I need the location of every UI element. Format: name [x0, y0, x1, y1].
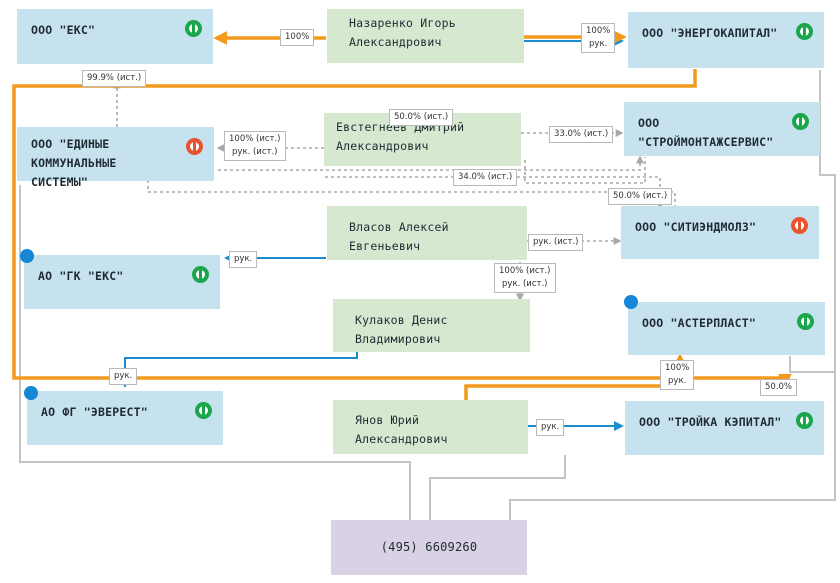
phone-node[interactable]: (495) 6609260	[331, 520, 527, 575]
share-label: 100%рук.	[581, 23, 616, 53]
person-name: Янов Юрий Александрович	[355, 413, 448, 446]
company-node-stroymontazh[interactable]: ООО "СТРОЙМОНТАЖСЕРВИС"	[624, 102, 820, 156]
company-node-gk-eks[interactable]: АО "ГК "ЕКС"	[24, 255, 220, 309]
company-name: АО "ГК "ЕКС"	[38, 269, 124, 283]
liquidated-status-icon	[186, 138, 203, 155]
share-label: 50.0% (ист.)	[608, 188, 673, 205]
phone-link-line	[19, 185, 411, 520]
company-node-sitiend[interactable]: ООО "СИТИЭНДМОЛЗ"	[621, 206, 819, 259]
person-name: Назаренко Игорь Александрович	[349, 16, 456, 49]
company-name: ООО "АСТЕРПЛАСТ"	[642, 316, 756, 330]
company-node-eks[interactable]: ООО "ЕКС"	[17, 9, 213, 64]
phone-link-line	[509, 70, 836, 520]
company-node-energokapital[interactable]: ООО "ЭНЕРГОКАПИТАЛ"	[628, 12, 824, 68]
historic-ownership-line	[218, 155, 644, 171]
director-label: рук.	[229, 251, 258, 268]
person-node-nazarenko[interactable]: Назаренко Игорь Александрович	[327, 9, 524, 63]
active-status-icon	[792, 113, 809, 130]
share-label: 100% (ист.)рук. (ист.)	[494, 263, 556, 293]
share-label: 34.0% (ист.)	[453, 169, 518, 186]
phone-number: (495) 6609260	[380, 540, 478, 554]
person-node-evstegneev[interactable]: Евстегнеев Дмитрий Александрович	[324, 113, 521, 166]
company-name: ООО "ЕДИНЫЕ КОММУНАЛЬНЫЕ СИСТЕМЫ"	[31, 137, 117, 189]
active-status-icon	[185, 20, 202, 37]
company-name: ООО "ТРОЙКА КЭПИТАЛ"	[639, 415, 782, 429]
person-node-vlasov[interactable]: Власов Алексей Евгеньевич	[327, 206, 527, 260]
company-node-troyka[interactable]: ООО "ТРОЙКА КЭПИТАЛ"	[625, 401, 824, 455]
person-node-yanov[interactable]: Янов Юрий Александрович	[333, 400, 528, 454]
active-status-icon	[797, 313, 814, 330]
company-name: АО ФГ "ЭВЕРЕСТ"	[41, 405, 148, 419]
highlight-dot	[624, 295, 638, 309]
share-label: 100%	[280, 29, 315, 46]
director-line	[120, 352, 358, 388]
share-label: 100%рук.	[660, 360, 695, 390]
active-status-icon	[796, 23, 813, 40]
share-label: 99.9% (ист.)	[82, 70, 147, 87]
company-name: ООО "ЕКС"	[31, 23, 96, 37]
company-name: ООО "СТРОЙМОНТАЖСЕРВИС"	[638, 116, 774, 149]
company-name: ООО "ЭНЕРГОКАПИТАЛ"	[642, 26, 778, 40]
director-label: рук. (ист.)	[528, 234, 584, 251]
company-name: ООО "СИТИЭНДМОЛЗ"	[635, 220, 757, 234]
person-node-kulakov[interactable]: Кулаков Денис Владимирович	[333, 299, 530, 352]
share-label: 50.0% (ист.)	[389, 109, 454, 126]
person-name: Кулаков Денис Владимирович	[355, 313, 448, 346]
share-label: 33.0% (ист.)	[549, 126, 614, 143]
historic-ownership-line	[147, 180, 676, 215]
active-status-icon	[796, 412, 813, 429]
company-node-edinye[interactable]: ООО "ЕДИНЫЕ КОММУНАЛЬНЫЕ СИСТЕМЫ"	[17, 127, 214, 189]
phone-link-line	[429, 455, 566, 520]
active-status-icon	[195, 402, 212, 419]
director-label: рук.	[536, 419, 565, 436]
highlight-dot	[20, 249, 34, 263]
company-node-asterplast[interactable]: ООО "АСТЕРПЛАСТ"	[628, 302, 825, 355]
director-label: рук.	[109, 368, 138, 385]
historic-ownership-line	[524, 157, 646, 184]
company-node-everest[interactable]: АО ФГ "ЭВЕРЕСТ"	[27, 391, 223, 445]
person-name: Власов Алексей Евгеньевич	[349, 220, 449, 253]
active-status-icon	[192, 266, 209, 283]
highlight-dot	[24, 386, 38, 400]
phone-link-line	[789, 356, 835, 373]
share-label: 100% (ист.)рук. (ист.)	[224, 131, 286, 161]
liquidated-status-icon	[791, 217, 808, 234]
share-label: 50.0%	[760, 379, 798, 396]
